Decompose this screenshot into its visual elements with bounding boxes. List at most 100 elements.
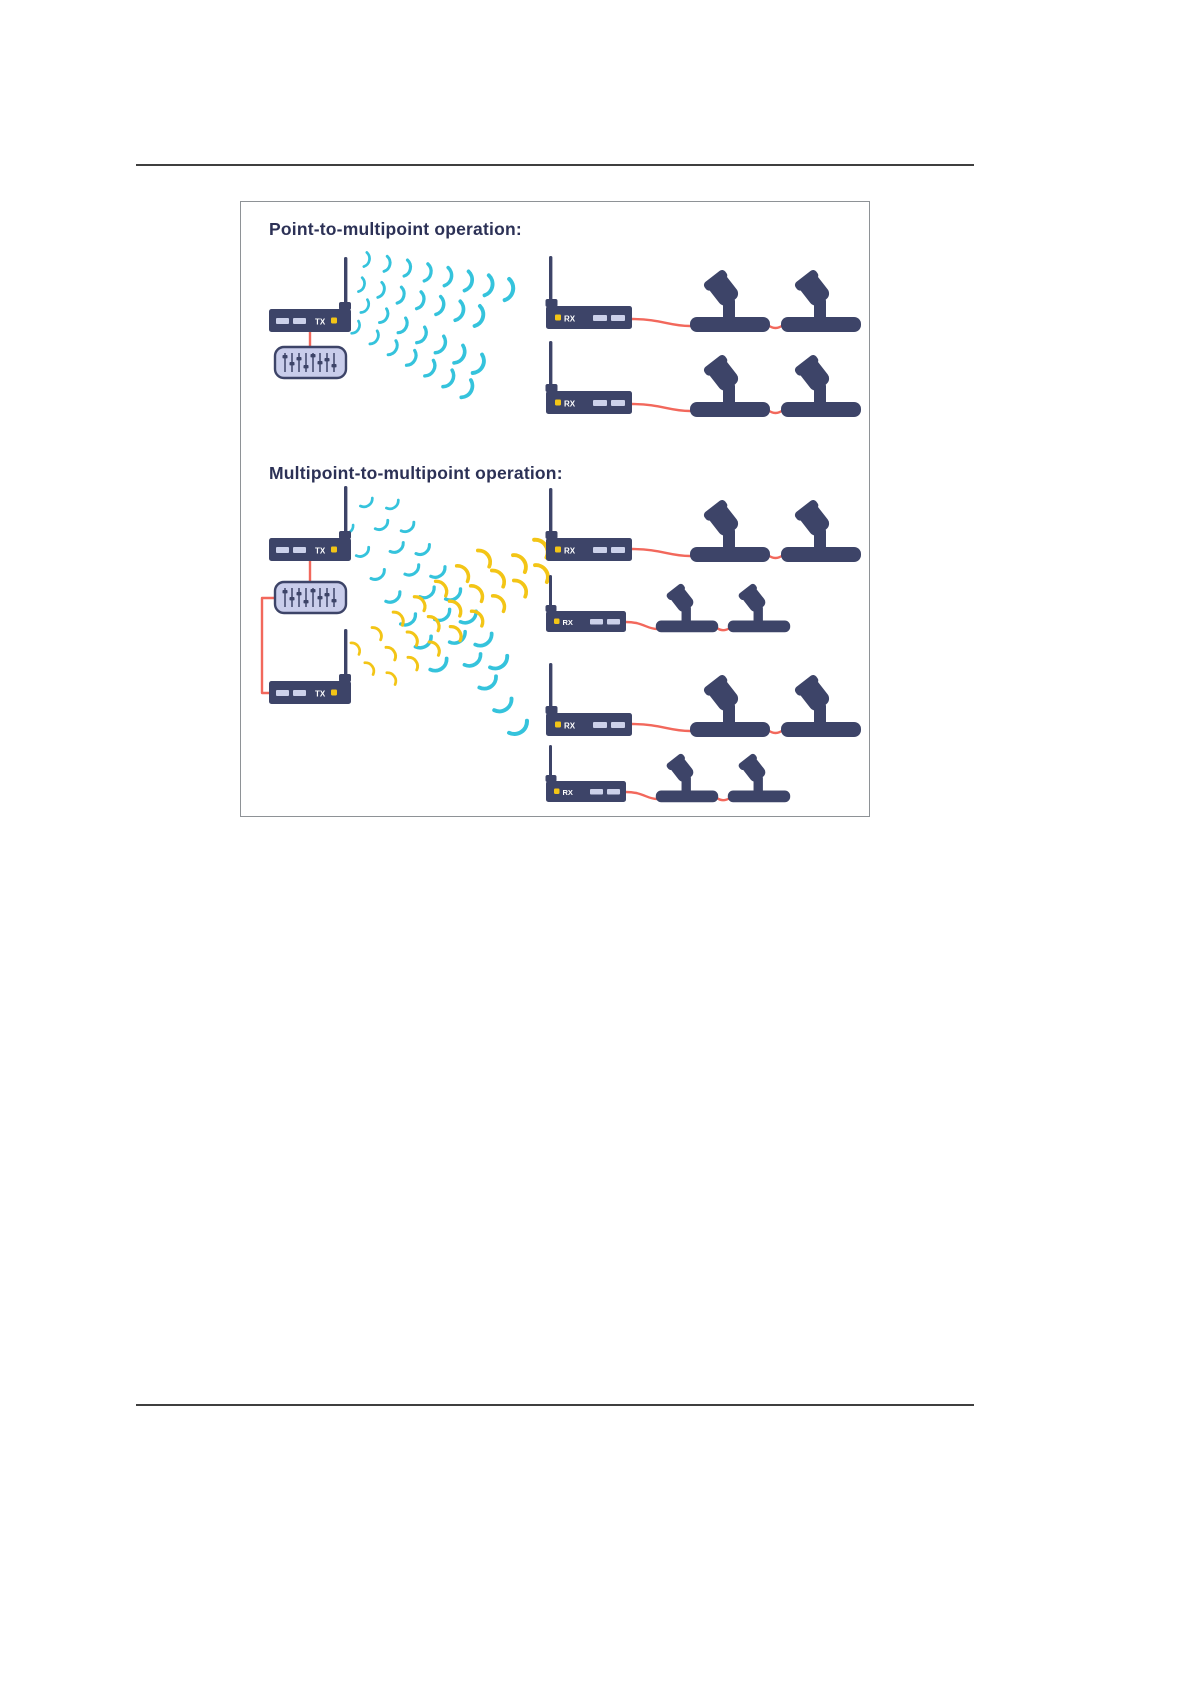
- signal-arc-cyan: [428, 656, 449, 673]
- signal-fan-point-to-multipoint: [350, 251, 516, 400]
- signal-arc-cyan: [402, 258, 413, 278]
- signal-arc-cyan: [385, 498, 400, 511]
- signal-arc-yellow: [490, 594, 507, 614]
- rx-receiver-3: [545, 488, 632, 561]
- moving-head-light: [690, 498, 770, 562]
- dmx-cables: [260, 317, 785, 802]
- wireless-dmx-diagram: TX RX: [240, 201, 870, 817]
- dmx-cable: [766, 728, 785, 735]
- section1-title: Point-to-multipoint operation:: [269, 219, 522, 239]
- signal-arc-yellow: [468, 584, 485, 604]
- signal-arc-yellow: [511, 553, 528, 575]
- moving-head-light: [781, 498, 861, 562]
- signal-arc-cyan: [433, 334, 448, 355]
- signal-arc-yellow: [447, 599, 463, 618]
- signal-fan-multipoint-cyan: [340, 496, 530, 737]
- signal-arc-cyan: [386, 339, 399, 357]
- signal-arc-cyan: [422, 262, 433, 283]
- bottom-rule: [136, 1404, 974, 1406]
- dmx-cable: [630, 402, 692, 413]
- signal-arc-cyan: [415, 325, 428, 345]
- signal-arc-cyan: [413, 634, 433, 650]
- signal-arc-cyan: [423, 358, 437, 378]
- signal-arc-cyan: [473, 631, 494, 648]
- signal-arc-cyan: [507, 718, 530, 737]
- signal-arc-cyan: [388, 541, 405, 554]
- signal-arc-cyan: [357, 276, 366, 293]
- signal-arc-cyan: [459, 378, 475, 400]
- signal-arc-yellow: [405, 630, 419, 647]
- signal-arc-cyan: [443, 587, 463, 602]
- signal-arc-yellow: [454, 564, 471, 584]
- moving-head-light: [655, 752, 719, 803]
- dmx-cable: [624, 620, 659, 631]
- signal-arc-cyan: [396, 316, 409, 335]
- dmx-cable: [766, 323, 785, 330]
- moving-head-light: [727, 752, 791, 803]
- rx-receiver-5: [545, 663, 632, 736]
- signal-arc-yellow: [533, 563, 550, 585]
- dmx-cable: [630, 722, 692, 733]
- moving-head-light: [781, 268, 861, 332]
- signal-arc-cyan: [350, 319, 361, 335]
- rx-receiver-6: [545, 745, 626, 802]
- signal-arc-cyan: [482, 273, 495, 298]
- signal-arc-yellow: [426, 615, 441, 633]
- signal-arc-cyan: [368, 329, 380, 346]
- moving-head-light: [690, 353, 770, 417]
- signal-arc-cyan: [462, 269, 474, 293]
- tx-transmitter-3: [269, 629, 351, 704]
- signal-arc-cyan: [359, 298, 371, 314]
- signal-arc-cyan: [399, 520, 416, 534]
- signal-arc-cyan: [384, 590, 402, 604]
- signal-arc-cyan: [395, 285, 406, 305]
- rx-receiver-4: [545, 575, 626, 632]
- dmx-cable: [630, 547, 692, 558]
- signal-arc-yellow: [489, 568, 507, 589]
- signal-fan-multipoint-yellow: [349, 537, 550, 686]
- signal-arc-cyan: [414, 542, 431, 556]
- signal-arc-cyan: [462, 652, 483, 668]
- signal-arc-yellow: [448, 625, 463, 643]
- signal-arc-yellow: [469, 609, 485, 628]
- signal-arc-cyan: [382, 254, 392, 273]
- signal-arc-cyan: [452, 343, 467, 365]
- signal-arc-cyan: [429, 565, 447, 579]
- moving-head-light: [781, 353, 861, 417]
- top-rule: [136, 164, 974, 166]
- signal-arc-yellow: [385, 671, 398, 686]
- signal-arc-cyan: [492, 696, 514, 714]
- signal-arc-yellow: [363, 661, 376, 676]
- signal-arc-cyan: [362, 251, 371, 268]
- moving-head-light: [781, 673, 861, 737]
- dmx-cable: [624, 790, 659, 801]
- dmx-cable: [766, 408, 785, 415]
- signal-arc-cyan: [403, 563, 421, 577]
- signal-arc-cyan: [369, 568, 386, 581]
- section2-title: Multipoint-to-multipoint operation:: [269, 463, 563, 483]
- tx-transmitter-1: [269, 257, 351, 332]
- lighting-console-1: [273, 345, 348, 380]
- signal-arc-cyan: [441, 368, 456, 389]
- signal-arc-cyan: [359, 496, 374, 509]
- signal-arc-yellow: [433, 579, 449, 598]
- moving-head-light: [690, 673, 770, 737]
- moving-head-light: [655, 582, 719, 633]
- signal-arc-cyan: [373, 518, 390, 531]
- moving-head-light: [690, 268, 770, 332]
- rx-receiver-1: [545, 256, 632, 329]
- signal-arc-cyan: [470, 352, 486, 375]
- signal-arc-cyan: [502, 276, 516, 303]
- signal-arc-cyan: [404, 348, 418, 367]
- signal-arc-yellow: [511, 578, 529, 599]
- signal-arc-cyan: [477, 674, 498, 691]
- console-tx2-link: [260, 596, 276, 695]
- signal-arc-cyan: [378, 307, 390, 325]
- signal-arc-cyan: [414, 290, 426, 311]
- dmx-cable: [766, 553, 785, 560]
- signal-arc-cyan: [453, 299, 466, 323]
- signal-arc-yellow: [349, 641, 361, 656]
- signal-arc-cyan: [472, 304, 486, 328]
- signal-arc-yellow: [406, 655, 419, 672]
